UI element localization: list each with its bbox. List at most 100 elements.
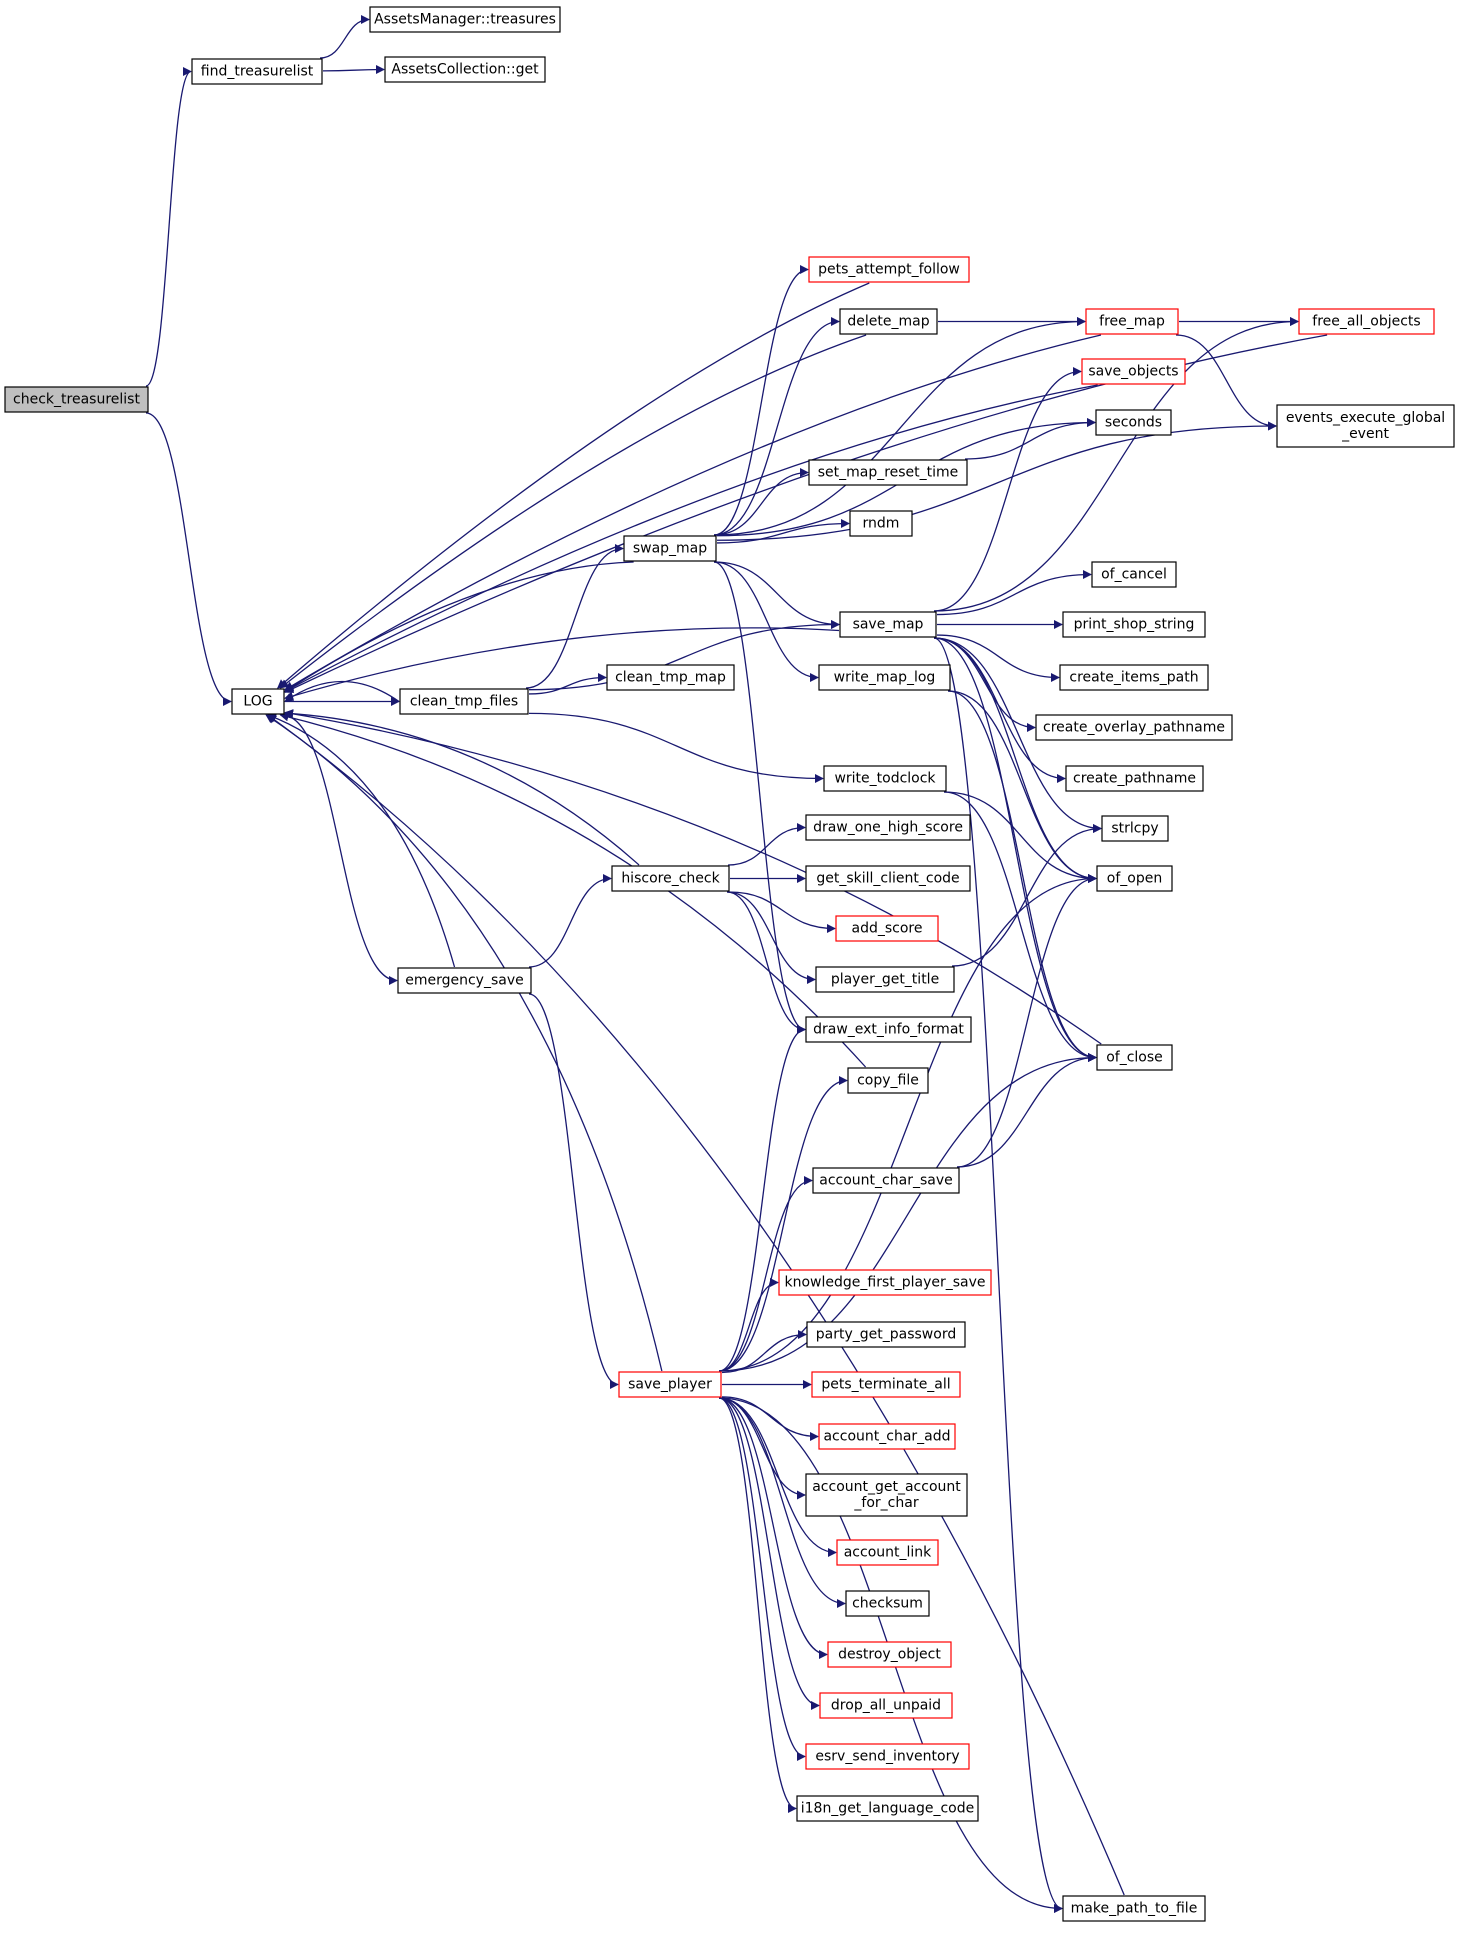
node-rndm[interactable]: rndm <box>849 510 913 537</box>
node-account_char_add[interactable]: account_char_add <box>818 1423 956 1450</box>
node-find_treasurelist[interactable]: find_treasurelist <box>191 58 323 85</box>
node-print_shop_string[interactable]: print_shop_string <box>1062 611 1206 638</box>
node-save_map[interactable]: save_map <box>839 611 937 638</box>
node-check_treasurelist[interactable]: check_treasurelist <box>4 386 149 413</box>
node-box <box>796 1795 979 1822</box>
node-label: create_overlay_pathname <box>1043 720 1225 736</box>
node-esrv_send_inventory[interactable]: esrv_send_inventory <box>805 1743 970 1770</box>
edge-hiscore_check-to-draw_one_high_score <box>728 823 806 866</box>
node-delete_map[interactable]: delete_map <box>839 308 938 335</box>
node-box <box>819 1692 953 1719</box>
edge-save_player-to-account_get_account_for_char <box>718 1397 806 1500</box>
node-free_all_objects[interactable]: free_all_objects <box>1298 308 1435 335</box>
node-player_get_title[interactable]: player_get_title <box>815 966 955 993</box>
node-draw_one_high_score[interactable]: draw_one_high_score <box>805 814 971 841</box>
node-create_items_path[interactable]: create_items_path <box>1059 664 1209 691</box>
node-box <box>805 865 971 892</box>
node-label: create_items_path <box>1069 670 1198 686</box>
node-i18n_get_language_code[interactable]: i18n_get_language_code <box>796 1795 979 1822</box>
node-draw_ext_info_format[interactable]: draw_ext_info_format <box>805 1016 972 1043</box>
node-LOG[interactable]: LOG <box>231 688 285 715</box>
node-label: create_pathname <box>1073 771 1196 787</box>
node-set_map_reset_time[interactable]: set_map_reset_time <box>808 459 968 486</box>
node-write_map_log[interactable]: write_map_log <box>818 664 951 691</box>
edge-hiscore_check-to-player_get_title <box>726 891 816 984</box>
node-create_overlay_pathname[interactable]: create_overlay_pathname <box>1035 714 1233 741</box>
node-knowledge_first_player_save[interactable]: knowledge_first_player_save <box>778 1269 992 1296</box>
node-clean_tmp_files[interactable]: clean_tmp_files <box>399 688 529 715</box>
edge-player_get_title-to-strlcpy <box>951 824 1102 967</box>
node-write_todclock[interactable]: write_todclock <box>823 765 947 792</box>
node-box <box>606 664 735 691</box>
node-copy_file[interactable]: copy_file <box>847 1067 929 1094</box>
node-checksum[interactable]: checksum <box>845 1590 930 1617</box>
node-of_cancel[interactable]: of_cancel <box>1091 561 1177 588</box>
node-save_player[interactable]: save_player <box>618 1371 722 1398</box>
node-box <box>811 1371 961 1398</box>
node-drop_all_unpaid[interactable]: drop_all_unpaid <box>819 1692 953 1719</box>
node-box <box>611 865 730 892</box>
node-strlcpy[interactable]: strlcpy <box>1101 815 1169 842</box>
node-swap_map[interactable]: swap_map <box>623 535 717 562</box>
edge-save_player-to-i18n_get_language_code <box>718 1397 797 1813</box>
node-save_objects[interactable]: save_objects <box>1081 358 1186 385</box>
node-add_score[interactable]: add_score <box>835 915 939 942</box>
node-account_get_account_for_char[interactable]: account_get_account_for_char <box>805 1473 968 1517</box>
edge-copy_file-to-LOG <box>279 712 867 1068</box>
node-box <box>805 1743 970 1770</box>
edge-save_map-to-of_close <box>933 637 1097 1062</box>
node-box <box>369 6 561 33</box>
node-label: draw_ext_info_format <box>813 1022 964 1038</box>
node-label: of_close <box>1106 1050 1163 1066</box>
node-seconds[interactable]: seconds <box>1095 409 1172 436</box>
edge-free_map-to-LOG <box>284 334 1102 691</box>
edge-save_player-to-account_char_add <box>721 1396 819 1441</box>
edge-make_path_to_file-to-LOG <box>267 714 1125 1896</box>
node-box <box>191 58 323 85</box>
node-box <box>618 1371 722 1398</box>
node-destroy_object[interactable]: destroy_object <box>827 1641 952 1668</box>
node-box <box>1062 1895 1206 1922</box>
node-label: seconds <box>1105 415 1162 431</box>
node-emergency_save[interactable]: emergency_save <box>397 967 532 994</box>
node-pets_attempt_follow[interactable]: pets_attempt_follow <box>808 256 970 283</box>
node-label: draw_one_high_score <box>813 820 963 836</box>
edge-emergency_save-to-hiscore_check <box>528 874 612 968</box>
node-label: AssetsCollection::get <box>391 62 539 78</box>
node-label: pets_attempt_follow <box>818 262 960 278</box>
node-account_char_save[interactable]: account_char_save <box>812 1167 960 1194</box>
node-box <box>623 535 717 562</box>
node-label: party_get_password <box>816 1327 956 1343</box>
node-box <box>849 510 913 537</box>
node-create_pathname[interactable]: create_pathname <box>1065 765 1204 792</box>
edge-save_map-to-save_objects <box>933 367 1082 612</box>
node-party_get_password[interactable]: party_get_password <box>806 1321 966 1348</box>
node-free_map[interactable]: free_map <box>1085 308 1179 335</box>
node-label: _for_char <box>853 1495 918 1511</box>
node-label: find_treasurelist <box>201 64 314 80</box>
node-box <box>1095 409 1172 436</box>
node-label: of_open <box>1107 871 1162 887</box>
node-label: account_get_account <box>812 1479 961 1495</box>
edge-of_close-to-LOG <box>284 709 1102 1045</box>
node-hiscore_check[interactable]: hiscore_check <box>611 865 730 892</box>
node-pets_terminate_all[interactable]: pets_terminate_all <box>811 1371 961 1398</box>
edge-set_map_reset_time-to-seconds <box>964 418 1096 460</box>
node-of_open[interactable]: of_open <box>1096 865 1173 892</box>
edge-write_todclock-to-of_close <box>943 791 1097 1062</box>
edge-account_char_save-to-of_open <box>956 874 1097 1168</box>
node-account_link[interactable]: account_link <box>836 1539 939 1566</box>
node-events_execute_global_event[interactable]: events_execute_global_event <box>1276 404 1455 448</box>
node-make_path_to_file[interactable]: make_path_to_file <box>1062 1895 1206 1922</box>
edge-find_treasurelist-to-am_treasures <box>319 15 370 59</box>
node-get_skill_client_code[interactable]: get_skill_client_code <box>805 865 971 892</box>
node-label: clean_tmp_map <box>615 670 726 686</box>
node-am_treasures[interactable]: AssetsManager::treasures <box>369 6 561 33</box>
node-label: knowledge_first_player_save <box>784 1275 985 1291</box>
edge-delete_map-to-LOG <box>279 334 867 689</box>
node-ac_get[interactable]: AssetsCollection::get <box>384 56 546 83</box>
edge-clean_tmp_files-to-swap_map <box>525 544 624 689</box>
node-of_close[interactable]: of_close <box>1096 1044 1173 1071</box>
node-clean_tmp_map[interactable]: clean_tmp_map <box>606 664 735 691</box>
